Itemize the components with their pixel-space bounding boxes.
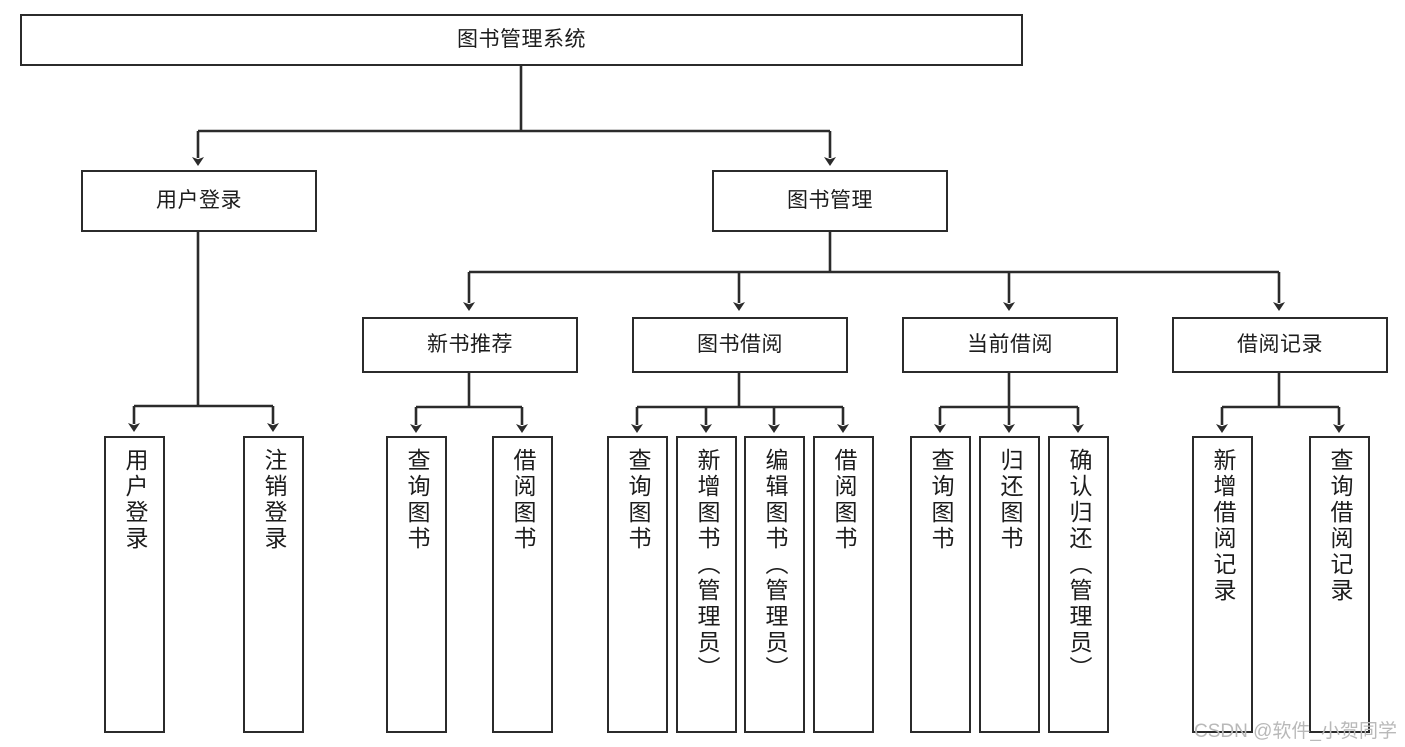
leaf-current-borrow-return[interactable]: 归还图书	[979, 436, 1040, 733]
node-book-manage[interactable]: 图书管理	[712, 170, 948, 232]
leaf-borrow-record-add[interactable]: 新增借阅记录	[1192, 436, 1253, 733]
leaf-label: 新增借阅记录	[1210, 448, 1236, 604]
leaf-label: 确认归还（管理员）	[1066, 448, 1092, 682]
node-current-borrow-label: 当前借阅	[967, 333, 1053, 357]
node-root[interactable]: 图书管理系统	[20, 14, 1023, 66]
node-new-book-recommend-label: 新书推荐	[427, 333, 513, 357]
leaf-label: 查询图书	[625, 448, 651, 552]
leaf-label: 注销登录	[261, 448, 287, 552]
leaf-label: 归还图书	[997, 448, 1023, 552]
leaf-label: 查询图书	[404, 448, 430, 552]
leaf-label: 借阅图书	[510, 448, 536, 552]
leaf-book-borrow-add[interactable]: 新增图书（管理员）	[676, 436, 737, 733]
node-user-login-label: 用户登录	[156, 189, 242, 213]
node-book-manage-label: 图书管理	[787, 189, 873, 213]
leaf-borrow-record-query[interactable]: 查询借阅记录	[1309, 436, 1370, 733]
leaf-book-borrow-edit[interactable]: 编辑图书（管理员）	[744, 436, 805, 733]
leaf-label: 借阅图书	[831, 448, 857, 552]
leaf-label: 编辑图书（管理员）	[762, 448, 788, 682]
leaf-book-borrow-query[interactable]: 查询图书	[607, 436, 668, 733]
node-root-label: 图书管理系统	[457, 28, 586, 52]
leaf-label: 新增图书（管理员）	[694, 448, 720, 682]
leaf-user-login-login[interactable]: 用户登录	[104, 436, 165, 733]
leaf-current-borrow-query[interactable]: 查询图书	[910, 436, 971, 733]
leaf-label: 查询借阅记录	[1327, 448, 1353, 604]
leaf-current-borrow-confirm[interactable]: 确认归还（管理员）	[1048, 436, 1109, 733]
leaf-book-borrow-borrow[interactable]: 借阅图书	[813, 436, 874, 733]
leaf-user-login-logout[interactable]: 注销登录	[243, 436, 304, 733]
node-book-borrow[interactable]: 图书借阅	[632, 317, 848, 373]
node-borrow-record-label: 借阅记录	[1237, 333, 1323, 357]
node-user-login[interactable]: 用户登录	[81, 170, 317, 232]
node-borrow-record[interactable]: 借阅记录	[1172, 317, 1388, 373]
leaf-label: 查询图书	[928, 448, 954, 552]
leaf-label: 用户登录	[122, 448, 148, 552]
node-new-book-recommend[interactable]: 新书推荐	[362, 317, 578, 373]
leaf-new-book-borrow[interactable]: 借阅图书	[492, 436, 553, 733]
leaf-new-book-query[interactable]: 查询图书	[386, 436, 447, 733]
node-book-borrow-label: 图书借阅	[697, 333, 783, 357]
watermark: CSDN @软件_小贺同学	[1194, 721, 1397, 742]
node-current-borrow[interactable]: 当前借阅	[902, 317, 1118, 373]
